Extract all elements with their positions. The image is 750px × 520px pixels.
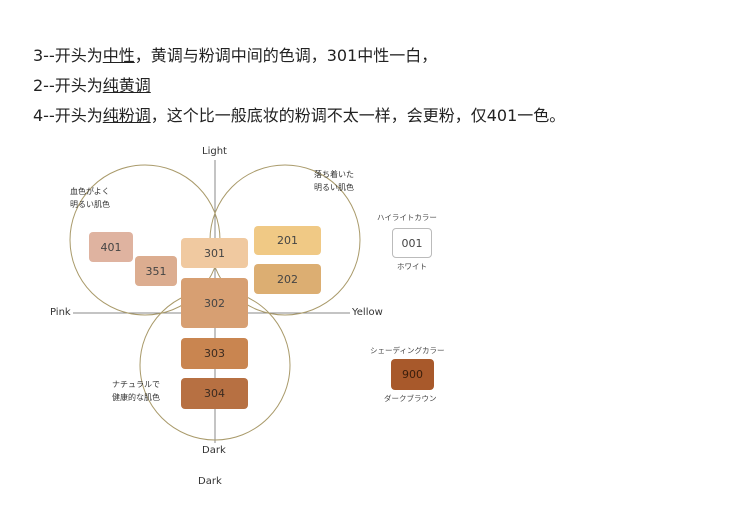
diagram-lines [69,160,361,443]
shade-code-202: 202 [277,272,298,286]
shade-code-304: 304 [204,387,225,400]
note-line-2: 2--开头为纯黄调 [33,76,151,96]
shade-code-301: 301 [204,246,225,260]
region-caption-top-left-line-2: 明るい肌色 [70,200,110,209]
shade-code-302: 302 [204,296,225,310]
shade-swatch-202[interactable]: 202 [254,264,321,294]
shade-swatch-303[interactable]: 303 [181,338,248,369]
region-caption-bottom-line-2: 健康的な肌色 [112,393,160,402]
note-line-4: 4--开头为纯粉调，这个比一般底妆的粉调不太一样，会更粉，仅401一色。 [33,106,565,126]
region-caption-bottom: ナチュラルで 健康的な肌色 [112,378,160,404]
note-line-2-emphasis: 纯黄调 [102,76,151,95]
highlight-title: ハイライトカラー [377,213,437,222]
highlight-caption: ホワイト [397,262,427,271]
axis-label-dark: Dark [202,445,226,456]
axis-label-yellow: Yellow [352,307,383,318]
shade-swatch-351[interactable]: 351 [135,256,177,286]
shade-code-401: 401 [100,240,122,254]
shade-swatch-304[interactable]: 304 [181,378,248,409]
note-line-3: 3--开头为中性，黄调与粉调中间的色调，301中性一白， [33,46,437,66]
shade-swatch-302[interactable]: 302 [181,278,248,328]
shading-code: 900 [402,368,423,381]
axis-label-light: Light [202,146,227,157]
region-caption-top-left: 血色がよく 明るい肌色 [70,185,110,211]
shade-diagram: Light Dark Pink Yellow 血色がよく 明るい肌色 落ち着いた… [0,140,750,510]
note-line-2-prefix: 2--开头为 [33,76,103,95]
note-line-4-emphasis: 纯粉调 [102,106,151,125]
shade-swatch-301[interactable]: 301 [181,238,248,268]
note-line-3-prefix: 3--开头为 [33,46,103,65]
region-caption-top-right-line-1: 落ち着いた [314,170,354,179]
highlight-swatch-001[interactable]: 001 [392,228,432,258]
shade-code-351: 351 [145,264,167,278]
note-line-3-rest: ，黄调与粉调中间的色调，301中性一白， [134,46,438,65]
note-line-3-emphasis: 中性 [102,46,135,65]
note-line-4-rest: ，这个比一般底妆的粉调不太一样，会更粉，仅401一色。 [150,106,566,125]
region-caption-top-left-line-1: 血色がよく [70,187,110,196]
shade-swatch-401[interactable]: 401 [89,232,133,262]
stray-dark-label: Dark [198,476,222,487]
region-caption-top-right: 落ち着いた 明るい肌色 [314,168,354,194]
note-line-4-prefix: 4--开头为 [33,106,103,125]
shading-title: シェーディングカラー [370,346,445,355]
shading-caption: ダークブラウン [384,394,437,403]
region-caption-bottom-line-1: ナチュラルで [112,380,160,389]
shading-swatch-900[interactable]: 900 [391,359,434,390]
region-caption-top-right-line-2: 明るい肌色 [314,183,354,192]
highlight-code: 001 [401,236,423,250]
shade-swatch-201[interactable]: 201 [254,226,321,255]
axis-label-pink: Pink [50,307,71,318]
shade-code-201: 201 [277,234,298,247]
shade-code-303: 303 [204,347,225,360]
